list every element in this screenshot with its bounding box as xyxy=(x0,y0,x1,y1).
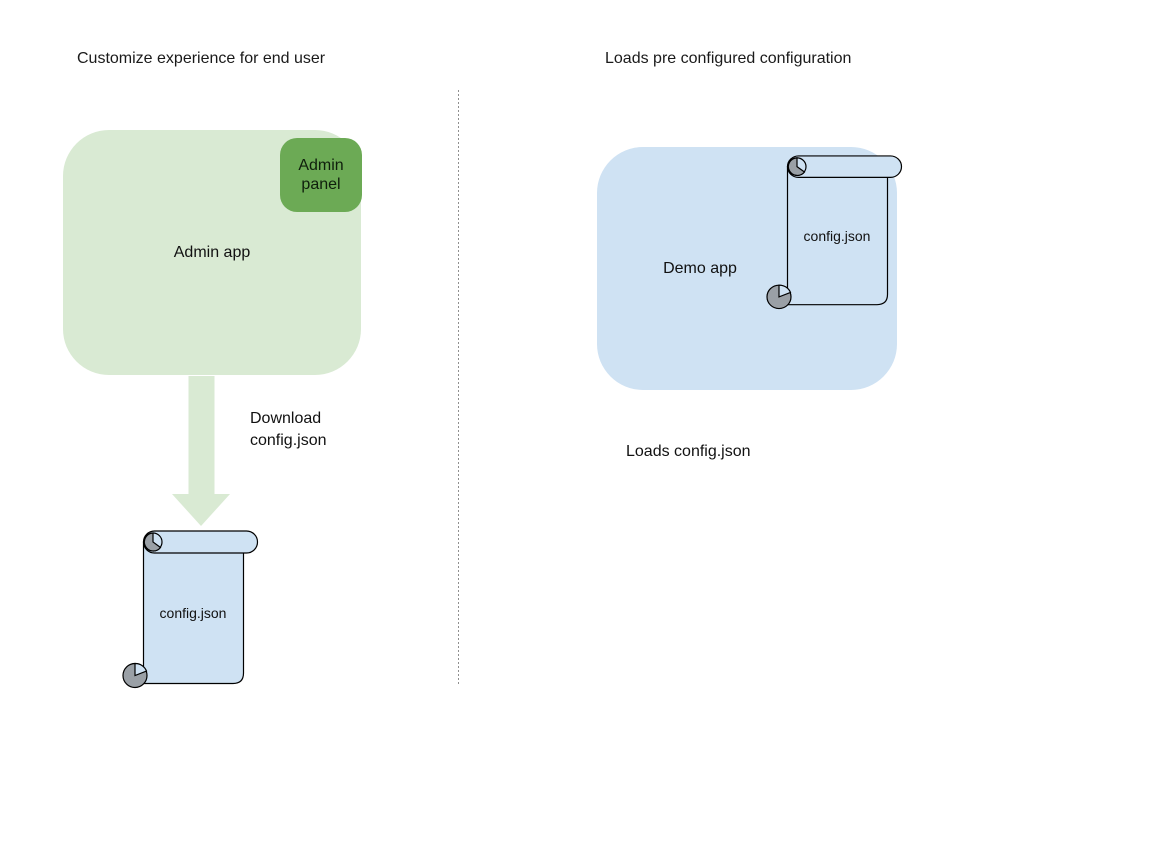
demo-app-label: Demo app xyxy=(663,259,737,277)
admin-panel-label: Admin panel xyxy=(298,157,344,193)
right-section-title: Loads pre configured configuration xyxy=(605,50,852,67)
config-file-label-left: config.json xyxy=(160,605,227,621)
config-file-label-right: config.json xyxy=(804,228,871,244)
scroll-icon xyxy=(122,530,259,689)
admin-panel-box: Admin panel xyxy=(280,138,362,212)
dotted-divider xyxy=(458,90,459,686)
download-label: Download config.json xyxy=(250,410,327,449)
admin-app-label: Admin app xyxy=(173,243,251,261)
config-file-scroll-left: config.json xyxy=(122,530,259,689)
config-file-scroll-right: config.json xyxy=(766,155,903,310)
loads-config-label: Loads config.json xyxy=(626,443,751,460)
down-arrow-icon xyxy=(172,376,230,526)
scroll-icon xyxy=(766,155,903,310)
admin-app-box: Admin app Admin panel xyxy=(63,130,362,375)
left-section-title: Customize experience for end user xyxy=(77,50,326,67)
